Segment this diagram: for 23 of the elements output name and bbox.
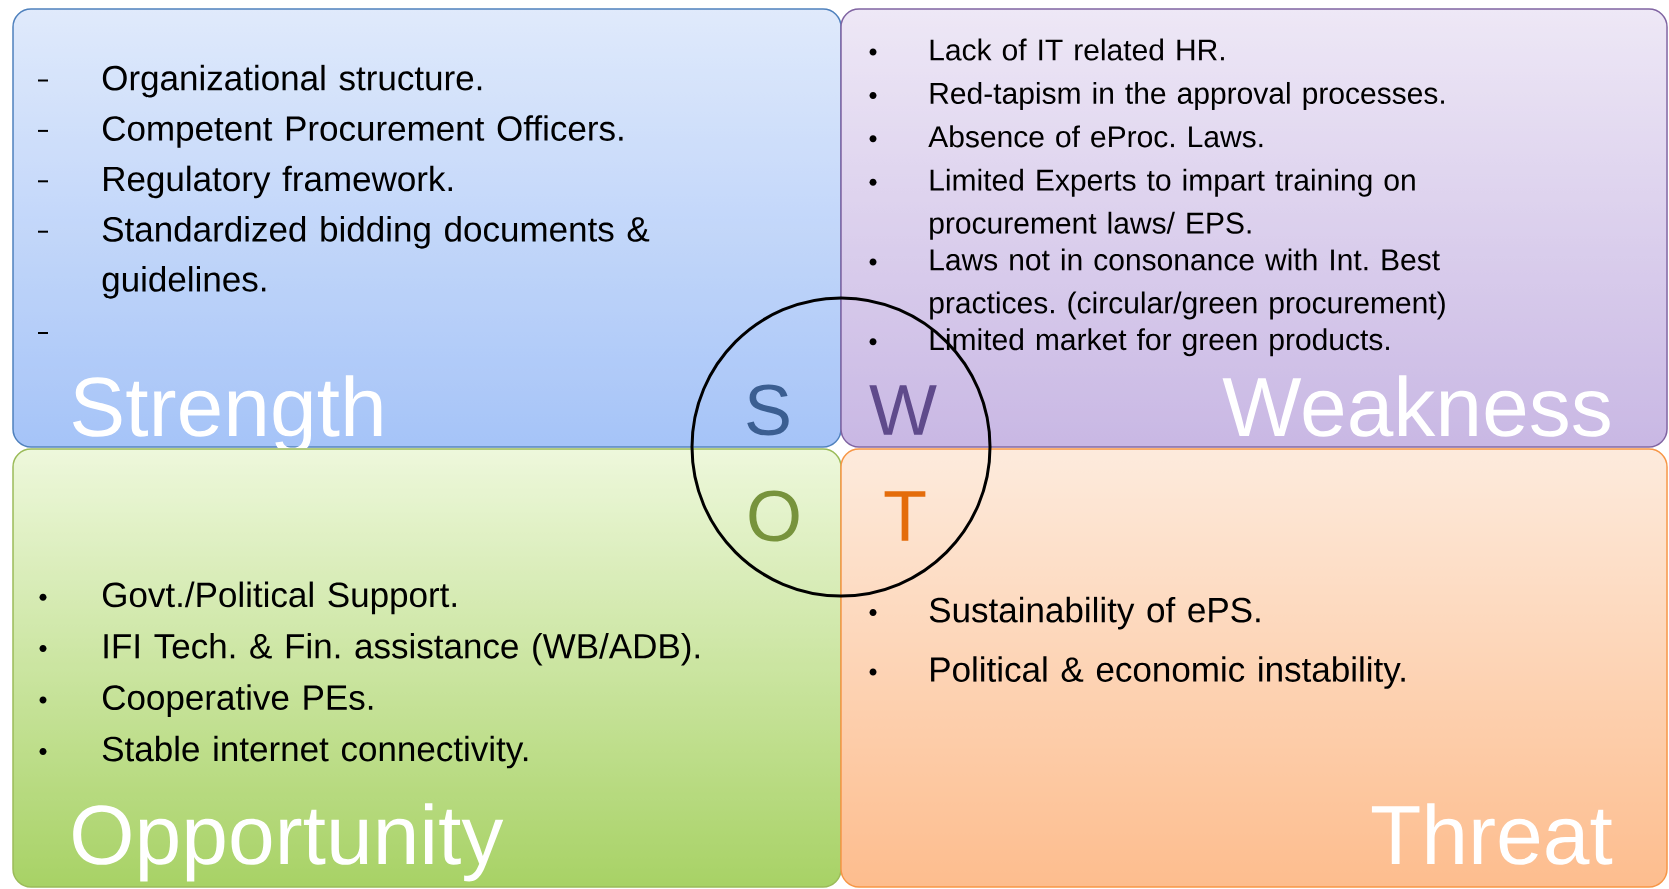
circle-letter: S	[747, 384, 789, 436]
quadrant-heading: Strength	[73, 375, 382, 454]
list-item: Stable internet connectivity.	[102, 735, 528, 769]
list-item: Govt./Political Support.	[102, 581, 456, 615]
quadrant-heading: Weakness	[1222, 375, 1610, 437]
list-item: Competent Procurement Officers.	[103, 115, 623, 148]
circle-letter: T	[884, 491, 926, 541]
list-item: Organizational structure.	[102, 64, 482, 98]
list-item: Laws not in consonance with Int. Best practices. (circular/green procurement)	[930, 248, 1445, 320]
circle-letter: O	[749, 490, 799, 542]
list-item: Lack of IT related HR.	[930, 38, 1224, 61]
list-item: Regulatory framework.	[104, 165, 452, 199]
list-item: IFI Tech. & Fin. assistance (WB/ADB).	[104, 632, 699, 666]
quadrant-heading: Threat	[1371, 803, 1613, 865]
circle-letter: W	[869, 385, 937, 435]
list-item: Cooperative PEs.	[103, 684, 373, 717]
list-item: Limited Experts to impart training on procurement laws/ EPS.	[930, 168, 1415, 240]
list-item: Sustainability of ePS.	[929, 596, 1260, 630]
quadrant-heading: Opportunity	[73, 803, 504, 882]
list-item: Standardized bidding documents & guidelines.	[102, 216, 650, 299]
list-item: Absence of eProc. Laws.	[928, 125, 1263, 148]
list-item: Political & economic instability.	[931, 656, 1405, 689]
list-item: Red-tapism in the approval processes.	[930, 81, 1444, 110]
